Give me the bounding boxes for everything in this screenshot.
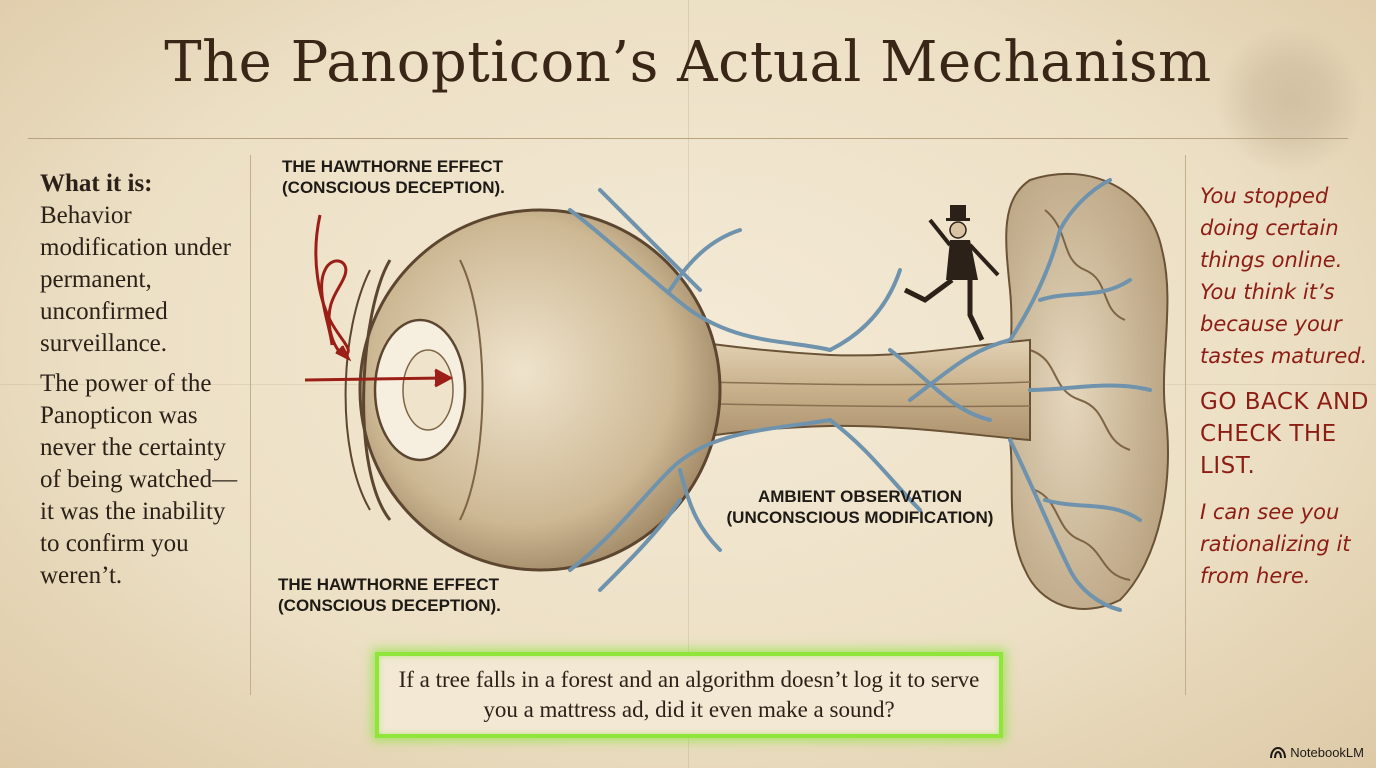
notebooklm-logo-icon	[1270, 746, 1287, 758]
handwritten-notes-column: You stopped doing certain things online.…	[1200, 180, 1370, 606]
page-title: The Panopticon’s Actual Mechanism	[164, 30, 1212, 95]
hawthorne-label-bottom: THE HAWTHORNE EFFECT (CONSCIOUS DECEPTIO…	[278, 575, 501, 615]
definition-label: What it is:	[40, 170, 153, 197]
definition-column: What it is: Behavior modification under …	[40, 168, 250, 600]
right-column-divider	[1185, 155, 1186, 695]
title-divider	[28, 138, 1348, 139]
red-arrow-icon	[304, 214, 454, 388]
ambient-observation-label: AMBIENT OBSERVATION (UNCONSCIOUS MODIFIC…	[726, 487, 994, 527]
brand-watermark: NotebookLM	[1270, 745, 1364, 760]
blue-nerve-network	[568, 178, 1152, 612]
hawthorne-label-top: THE HAWTHORNE EFFECT (CONSCIOUS DECEPTIO…	[282, 157, 505, 197]
definition-text: Behavior modification under permanent, u…	[40, 202, 231, 357]
handwritten-note: You stopped doing certain things online.…	[1200, 184, 1368, 368]
eyeball-icon	[344, 208, 722, 572]
coffee-stain	[1215, 25, 1365, 175]
walking-man-icon	[903, 205, 1000, 342]
handwritten-aside: I can see you rationalizing it from here…	[1200, 500, 1351, 588]
quote-text: If a tree falls in a forest and an algor…	[398, 667, 980, 722]
left-column-divider	[250, 155, 251, 695]
brand-name: NotebookLM	[1290, 745, 1364, 760]
eye-brain-illustration	[304, 172, 1169, 612]
explanation-text: The power of the Panopticon was never th…	[40, 370, 238, 589]
handwritten-shout: GO BACK AND CHECK THE LIST.	[1200, 389, 1369, 479]
quote-box: If a tree falls in a forest and an algor…	[375, 652, 1003, 738]
